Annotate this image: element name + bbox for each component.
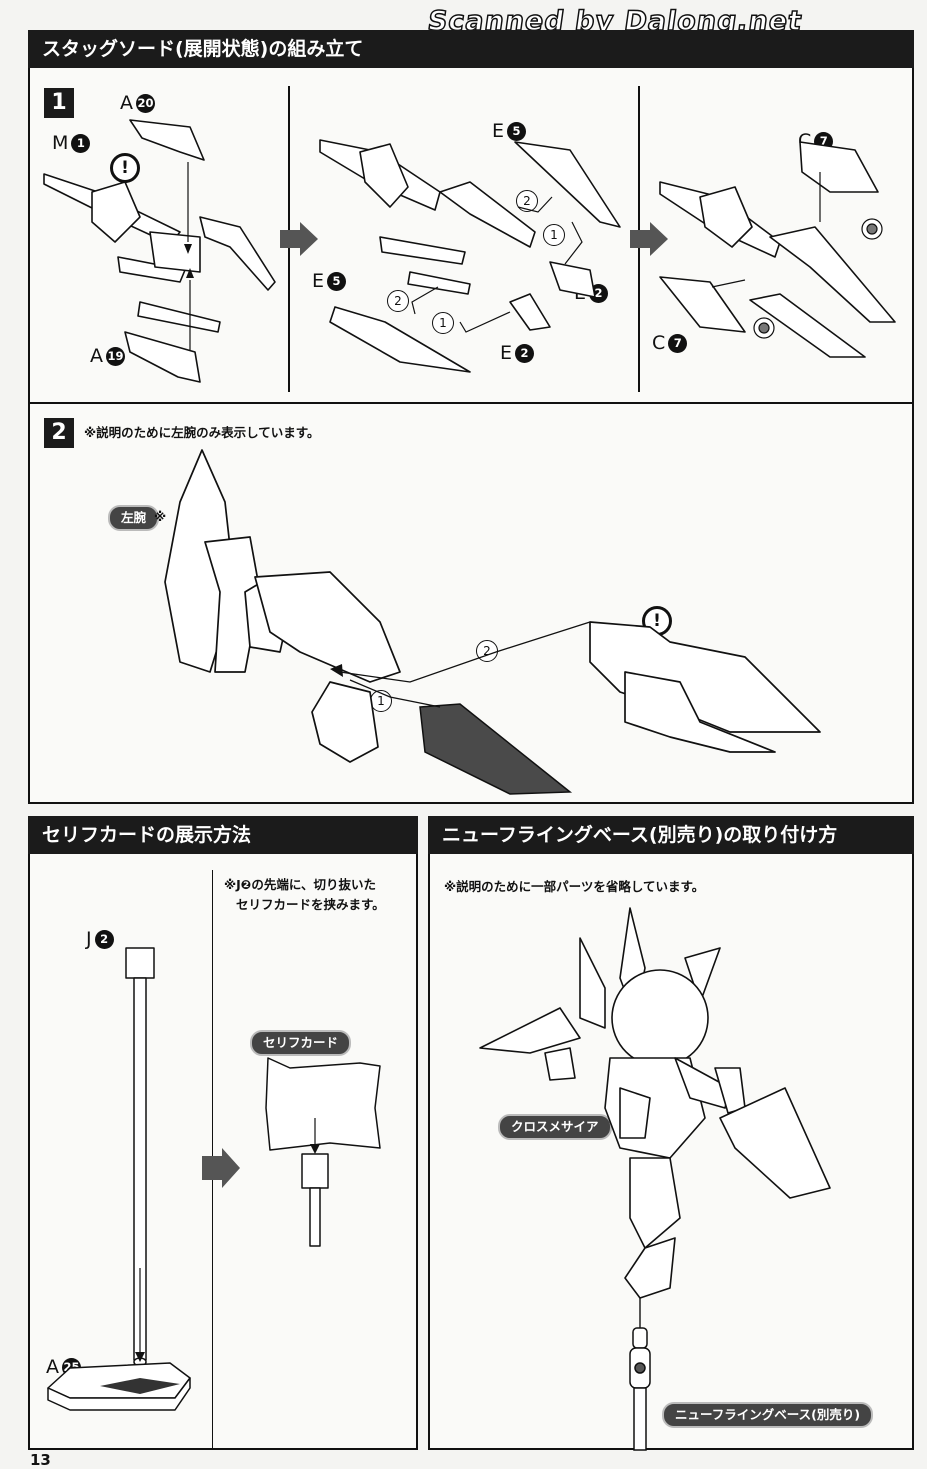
order-2-bottom: 2: [387, 290, 409, 312]
serif-card-note-line2: セリフカードを挟みます。: [236, 897, 385, 912]
step-2-note: ※説明のために左腕のみ表示しています。: [84, 425, 320, 440]
page-number: 13: [30, 1451, 51, 1469]
flying-base-title: ニューフライングベース(別売り)の取り付け方: [428, 816, 914, 854]
next-arrow-1: [280, 222, 318, 256]
next-arrow-2: [630, 222, 668, 256]
serif-card-section: セリフカードの展示方法 ※J❷の先端に、切り抜いた セリフカードを挟みます。 J…: [28, 816, 418, 1450]
base-label: ニューフライングベース(別売り): [662, 1402, 874, 1428]
sword-assembly-drawing-3: [659, 141, 896, 358]
serif-card-label: セリフカード: [250, 1030, 352, 1056]
warning-icon-step2: !: [642, 606, 672, 636]
figure-label: クロスメサイア: [498, 1114, 612, 1140]
sword-assembly-drawing-2: [319, 139, 621, 373]
order-1-bottom: 1: [432, 312, 454, 334]
flying-base-note: ※説明のために一部パーツを省略しています。: [444, 879, 705, 894]
step-1-marker: 1: [44, 88, 74, 118]
flying-base-section: ニューフライングベース(別売り)の取り付け方 ※説明のために一部パーツを省略して…: [428, 816, 914, 1451]
left-arm-drawing: [164, 449, 821, 795]
stag-sword-title: スタッグソード(展開状態)の組み立て: [28, 30, 914, 68]
step-separator: [30, 402, 914, 404]
sword-handle-drawing-1: [43, 119, 276, 383]
left-arm-mark: ※: [154, 509, 167, 524]
order-2-top: 2: [516, 190, 538, 212]
serif-card-note-line1: ※J❷の先端に、切り抜いた: [224, 877, 377, 892]
robot-figure-drawing: [479, 907, 831, 1451]
left-arm-label: 左腕: [108, 505, 160, 531]
serif-card-title: セリフカードの展示方法: [28, 816, 418, 854]
warning-icon: !: [110, 153, 140, 183]
display-stand-drawing: [47, 947, 381, 1411]
order-1-top: 1: [543, 224, 565, 246]
step-2-marker: 2: [44, 418, 74, 448]
